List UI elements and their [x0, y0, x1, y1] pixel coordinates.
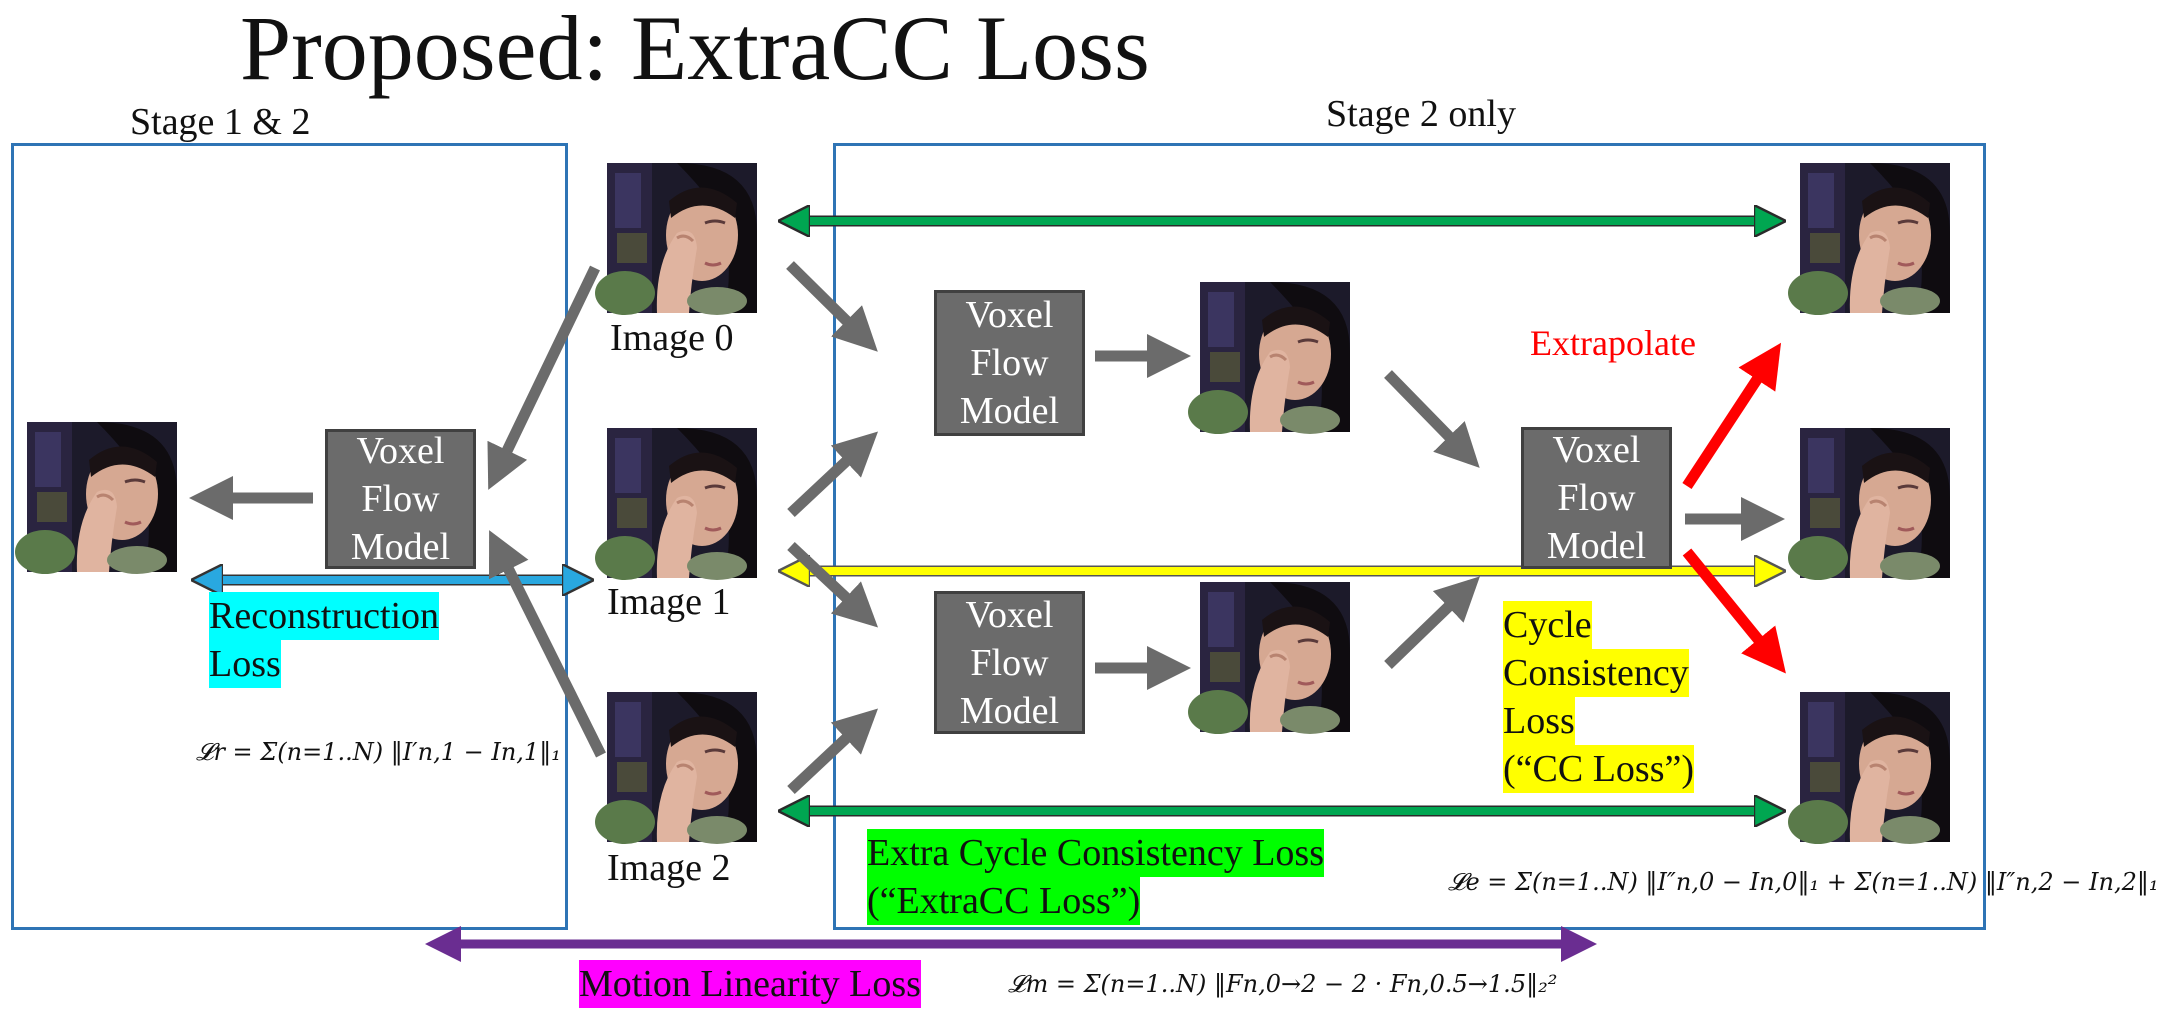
motion-linearity-formula: 𝓛m = Σ(n=1..N) ‖Fn,0→2 − 2 · Fn,0.5→1.5‖…	[1008, 970, 1558, 998]
label-line: (“ExtraCC Loss”)	[867, 877, 1141, 925]
extracc-loss-label: Extra Cycle Consistency Loss (“ExtraCC L…	[864, 829, 1327, 925]
face-photo-icon	[1788, 163, 1950, 315]
extrapolate-arrow-up	[1682, 342, 1782, 490]
face-photo-output-stage1	[15, 422, 177, 574]
face-photo-icon	[595, 692, 757, 844]
model-line: Flow	[970, 342, 1049, 384]
motion-linearity-loss-label: Motion Linearity Loss	[576, 960, 924, 1008]
voxel-flow-model-a: Voxel Flow Model	[934, 290, 1085, 436]
stage-right-label: Stage 2 only	[1326, 93, 1516, 135]
label-line: Extra Cycle Consistency Loss	[867, 829, 1324, 877]
face-photo-extrapolated-0	[1788, 163, 1950, 315]
arrow-image1-to-model-a	[787, 431, 879, 518]
arrow-mid-a-to-model-c	[1384, 370, 1480, 468]
face-photo-icon	[1188, 282, 1350, 434]
model-line: Flow	[970, 641, 1049, 684]
face-photo-image1	[595, 428, 757, 580]
image0-label: Image 0	[610, 317, 734, 359]
image1-label: Image 1	[607, 581, 731, 623]
label-line: Reconstruction	[209, 592, 440, 640]
extrapolate-arrow-down	[1682, 548, 1786, 674]
face-photo-mid-b	[1188, 582, 1350, 734]
arrow-image0-to-model-a	[786, 261, 878, 352]
slide-title: Proposed: ExtraCC Loss	[240, 0, 1150, 99]
stage-left-box	[11, 143, 568, 930]
model-line: Model	[959, 390, 1060, 432]
face-photo-image2	[595, 692, 757, 844]
model-line: Voxel	[356, 430, 445, 472]
label-line: Motion Linearity Loss	[579, 960, 921, 1008]
face-photo-mid-a	[1188, 282, 1350, 434]
label-line: Consistency	[1503, 649, 1689, 697]
arrows-layer	[189, 0, 1994, 962]
arrow-mid-b-to-model-c	[1384, 576, 1480, 669]
image2-label: Image 2	[607, 847, 731, 889]
face-photo-icon	[1788, 692, 1950, 844]
stage-left-label: Stage 1 & 2	[130, 101, 311, 143]
arrow-image2-to-model	[489, 530, 606, 758]
label-line: Cycle	[1503, 601, 1592, 649]
voxel-flow-model-b: Voxel Flow Model	[934, 591, 1085, 734]
model-line: Voxel	[965, 294, 1054, 336]
label-line: Loss	[209, 640, 281, 688]
cc-loss-label: Cycle Consistency Loss (“CC Loss”)	[1500, 601, 1697, 793]
face-photo-icon	[1188, 582, 1350, 734]
extrapolate-label: Extrapolate	[1530, 323, 1696, 363]
arrow-image1-to-model-b	[787, 541, 879, 628]
face-photo-extrapolated-2	[1788, 692, 1950, 844]
face-photo-recon-1	[1788, 428, 1950, 580]
model-line: Model	[350, 526, 451, 568]
voxel-flow-model-c: Voxel Flow Model	[1521, 427, 1672, 569]
model-line: Flow	[1557, 477, 1636, 519]
face-photo-image0	[595, 163, 757, 315]
model-line: Model	[1546, 525, 1647, 567]
reconstruction-loss-formula: 𝓛r = Σ(n=1..N) ‖I′n,1 − In,1‖₁	[196, 738, 561, 766]
face-photo-icon	[595, 163, 757, 315]
arrow-image0-to-model	[487, 265, 600, 490]
model-line: Model	[959, 689, 1060, 732]
label-line: (“CC Loss”)	[1503, 745, 1695, 793]
face-photo-icon	[595, 428, 757, 580]
label-line: Loss	[1503, 697, 1575, 745]
reconstruction-loss-label: Reconstruction Loss	[206, 592, 442, 688]
face-photo-icon	[15, 422, 177, 574]
model-line: Voxel	[1552, 429, 1641, 471]
extracc-loss-formula: 𝓛e = Σ(n=1..N) ‖I″n,0 − In,0‖₁ + Σ(n=1..…	[1448, 868, 2158, 896]
slide: Proposed: ExtraCC Loss Stage 1 & 2 Stage…	[11, 0, 2158, 1008]
arrow-image2-to-model-b	[787, 708, 879, 795]
face-photo-icon	[1788, 428, 1950, 580]
model-line: Flow	[361, 478, 440, 520]
model-line: Voxel	[965, 593, 1054, 636]
voxel-flow-model-stage1: Voxel Flow Model	[325, 429, 476, 569]
